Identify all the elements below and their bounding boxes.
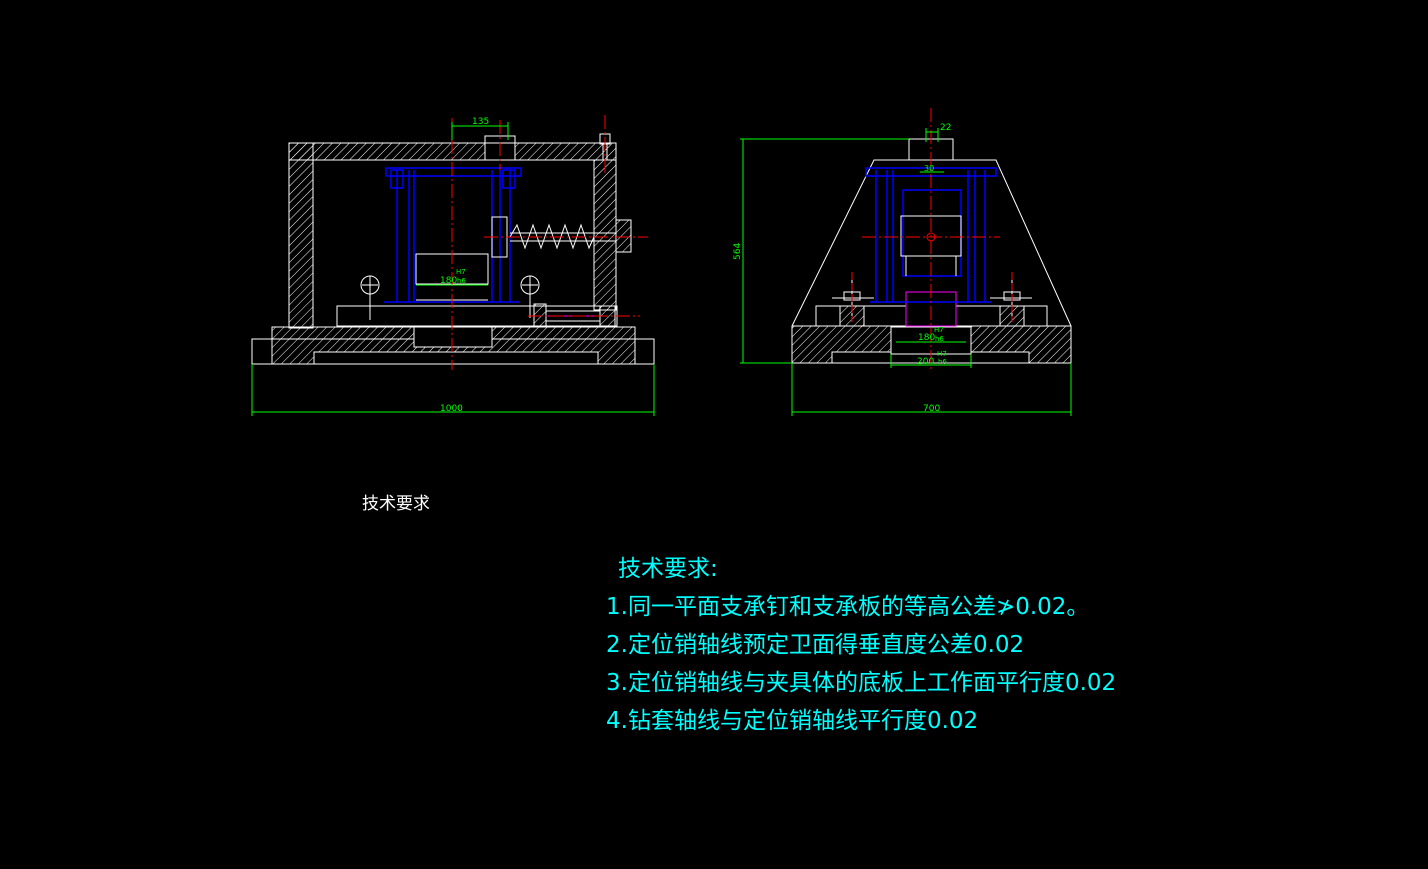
- front-centerlines: [451, 115, 648, 370]
- dim-front-fit-tol-upper: H7: [456, 268, 466, 276]
- side-clamp-right: [990, 278, 1032, 327]
- dim-side-base-fit: 200: [917, 357, 934, 367]
- dim-side-base-tol-lower: h6: [938, 358, 947, 366]
- front-knob-right: [520, 275, 540, 318]
- front-dimensions: [251, 122, 655, 416]
- tech-requirements-label: 技术要求: [362, 494, 430, 514]
- requirement-item-3: 3.定位销轴线与夹具体的底板上工作面平行度0.02: [606, 670, 1117, 696]
- dim-front-fit-tol-lower: h6: [457, 277, 466, 285]
- dim-side-base-tol-upper: H7: [937, 350, 947, 358]
- tech-requirements-title: 技术要求:: [618, 556, 718, 582]
- front-view: 135 180 H7 h6 1000: [251, 115, 655, 416]
- side-clamp-left: [832, 278, 874, 327]
- dim-front-top-width: 135: [472, 117, 489, 127]
- front-clamp: [533, 303, 616, 327]
- dim-front-fit: 180: [440, 276, 457, 286]
- dim-front-overall-width: 1000: [440, 404, 463, 414]
- dim-side-top-width: 22: [940, 123, 951, 133]
- requirement-item-2: 2.定位销轴线预定卫面得垂直度公差0.02: [606, 632, 1025, 658]
- dim-side-bushing: 30: [924, 164, 934, 173]
- dim-side-overall-width: 700: [923, 404, 940, 414]
- requirement-item-1: 1.同一平面支承钉和支承板的等高公差≯0.02。: [606, 594, 1090, 620]
- dim-side-fit-tol-lower: h6: [935, 335, 944, 343]
- front-base: [251, 305, 655, 365]
- front-bushing: [415, 216, 508, 301]
- tech-requirements-block: 技术要求: 1.同一平面支承钉和支承板的等高公差≯0.02。 2.定位销轴线预定…: [606, 550, 1116, 740]
- requirement-item-4: 4.钻套轴线与定位销轴线平行度0.02: [606, 708, 979, 734]
- front-knob-left: [360, 275, 380, 320]
- side-centerlines: [851, 108, 1013, 370]
- side-view: 22 30 180 H7 h6 200 H7 h6 564 700: [733, 108, 1072, 416]
- dim-side-overall-height: 564: [733, 243, 743, 260]
- dim-side-fit-tol-upper: H7: [934, 326, 944, 334]
- side-dimensions: [740, 128, 1072, 416]
- dim-side-fit: 180: [918, 333, 935, 343]
